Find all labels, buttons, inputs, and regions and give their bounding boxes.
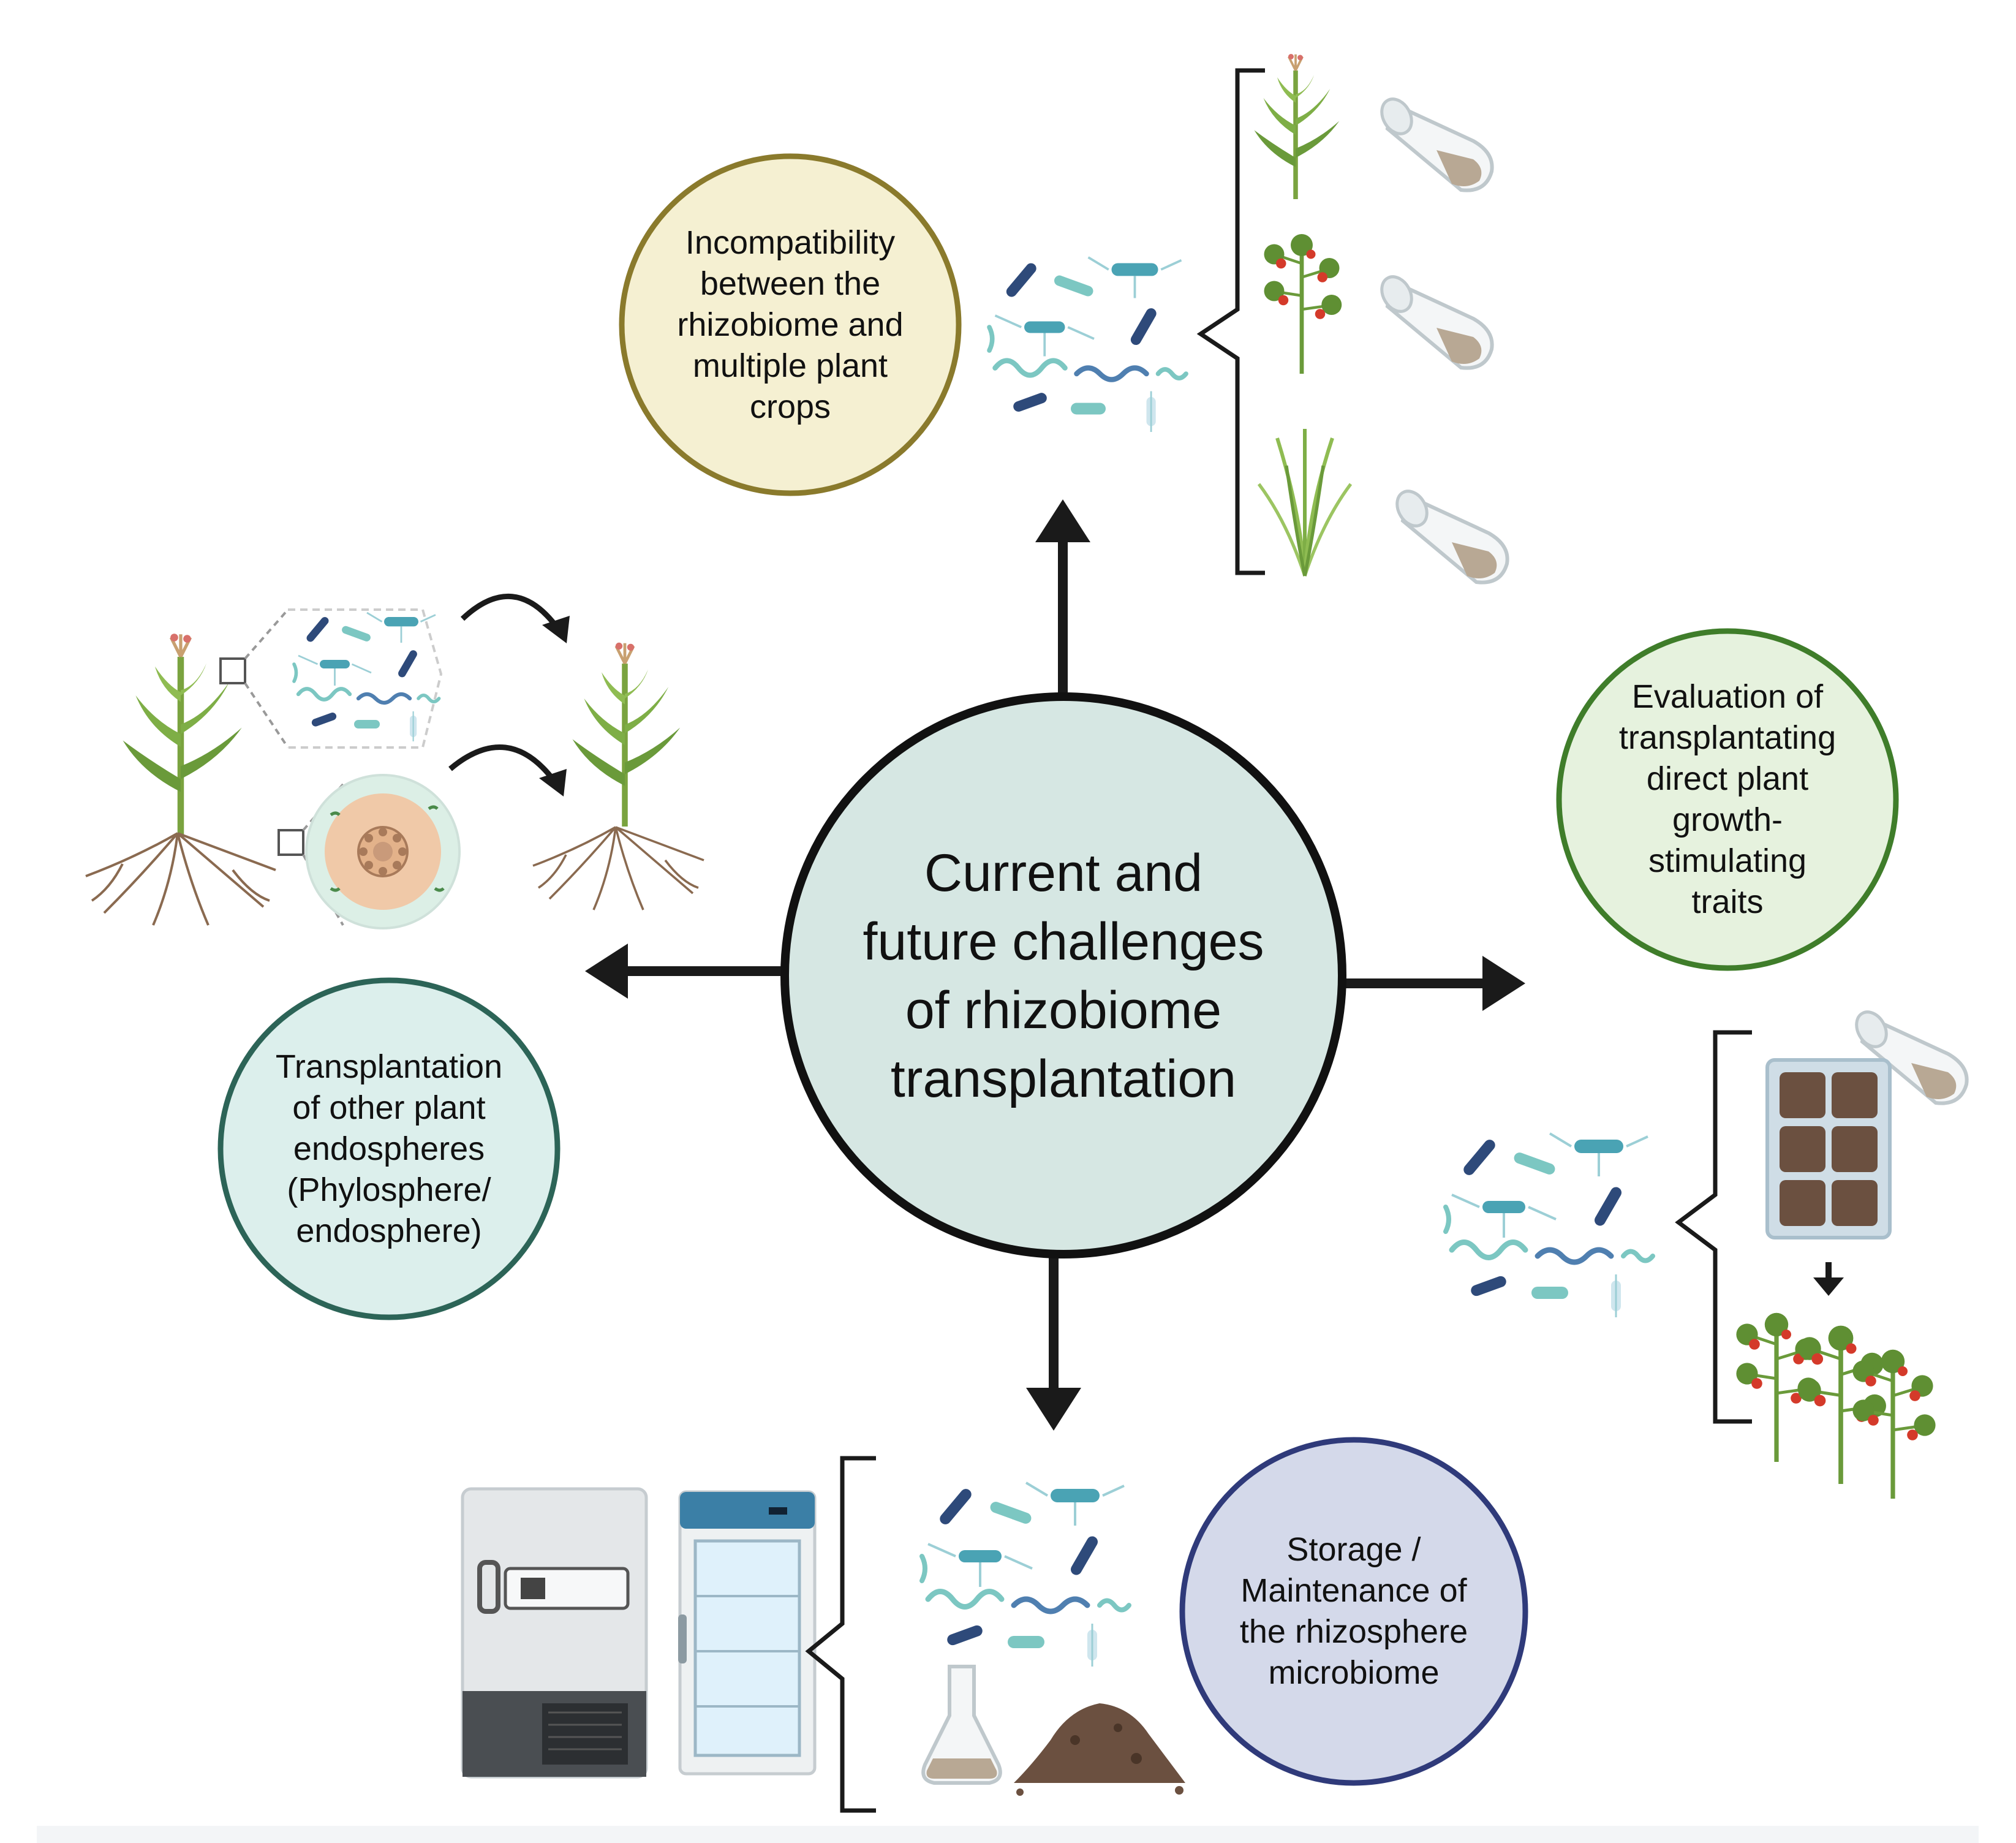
center-title: Current and future challenges of rhizobi… xyxy=(815,833,1312,1118)
bottom-bracket xyxy=(805,1456,876,1813)
center-title-line: of rhizobiome xyxy=(905,980,1222,1040)
top-bubble-line: multiple plant xyxy=(692,347,888,384)
zoom-lines xyxy=(244,608,344,926)
maize-plant-icon xyxy=(123,634,242,837)
arrow-down xyxy=(1026,1253,1081,1431)
tomato-plant-icon xyxy=(1852,1350,1935,1499)
center-circle xyxy=(780,692,1346,1258)
bottom-border-strip xyxy=(37,1826,1979,1843)
soil-tube-icon xyxy=(1376,94,1492,191)
right-bubble-line: Evaluation of xyxy=(1631,678,1824,715)
left-bubble-line: Transplantation xyxy=(275,1048,503,1085)
center-title-line: transplantation xyxy=(890,1049,1237,1108)
top-bubble-circle xyxy=(619,153,962,496)
curved-arrow-icon xyxy=(460,593,570,643)
arrow-left xyxy=(585,944,787,999)
right-bubble-line: growth- xyxy=(1672,801,1783,838)
bottom-bubble-line: Storage / xyxy=(1286,1531,1421,1568)
arrow-right xyxy=(1342,956,1525,1011)
bottom-bubble-line: Maintenance of xyxy=(1240,1572,1467,1609)
bottom-bubble-circle xyxy=(1179,1437,1528,1786)
top-bubble-line: between the xyxy=(700,265,881,302)
center-title-line: Current and xyxy=(924,843,1203,903)
top-bracket xyxy=(1196,68,1265,575)
microbe-cluster-icon xyxy=(922,1483,1129,1667)
roots-icon xyxy=(85,832,277,926)
left-bubble-circle xyxy=(217,977,561,1320)
fridge-icon xyxy=(678,1490,817,1776)
left-bubble-line: (Phylosphere/ xyxy=(287,1171,491,1208)
right-bubble-circle xyxy=(1556,628,1899,971)
bottom-bubble-line: the rhizosphere xyxy=(1239,1613,1468,1650)
seedling-tray-icon xyxy=(1765,1058,1892,1239)
bottom-bubble-label: Storage / Maintenance of the rhizosphere… xyxy=(1201,1513,1507,1709)
curved-arrow-icon xyxy=(448,744,567,797)
zoom-box-icon xyxy=(277,829,304,856)
left-bubble-label: Transplantation of other plant endospher… xyxy=(236,1035,542,1262)
hex-frame xyxy=(288,608,443,749)
top-bubble-label: Incompatibility between the rhizobiome a… xyxy=(637,208,943,441)
tomato-plant-icon xyxy=(1264,234,1342,374)
grass-plant-icon xyxy=(1259,429,1351,576)
flask-icon xyxy=(921,1665,1002,1785)
microbe-cluster-icon xyxy=(294,613,439,741)
tomato-plant-icon xyxy=(1798,1326,1886,1484)
root-cross-section-icon xyxy=(305,774,461,929)
center-title-line: future challenges xyxy=(863,912,1264,971)
microbe-cluster-icon xyxy=(1446,1133,1653,1317)
soil-tube-icon xyxy=(1376,271,1492,368)
top-bubble-line: crops xyxy=(749,388,831,425)
maize-plant-icon xyxy=(1255,54,1340,199)
microbe-cluster-icon xyxy=(989,257,1186,432)
left-bubble-line: endosphere) xyxy=(296,1212,482,1249)
maize-plant-icon xyxy=(573,643,681,827)
right-bubble-line: stimulating xyxy=(1648,842,1807,879)
soil-tube-icon xyxy=(1391,486,1508,583)
left-bubble-line: of other plant xyxy=(292,1089,486,1126)
small-down-arrow-icon xyxy=(1813,1262,1844,1296)
right-bubble-line: traits xyxy=(1691,884,1764,920)
zoom-box-icon xyxy=(219,657,246,684)
right-bubble-label: Evaluation of transplantating direct pla… xyxy=(1574,674,1881,925)
left-bubble-line: endospheres xyxy=(293,1130,485,1167)
freezer-icon xyxy=(461,1487,648,1779)
arrow-up xyxy=(1035,499,1090,702)
roots-icon xyxy=(532,826,705,911)
right-bracket xyxy=(1675,1030,1752,1424)
top-bubble-line: Incompatibility xyxy=(685,224,896,261)
right-bubble-line: transplantating xyxy=(1618,719,1837,756)
right-bubble-line: direct plant xyxy=(1646,760,1809,797)
bottom-bubble-line: microbiome xyxy=(1268,1654,1440,1691)
soil-pile-icon xyxy=(1014,1703,1185,1796)
top-bubble-line: rhizobiome and xyxy=(677,306,904,343)
